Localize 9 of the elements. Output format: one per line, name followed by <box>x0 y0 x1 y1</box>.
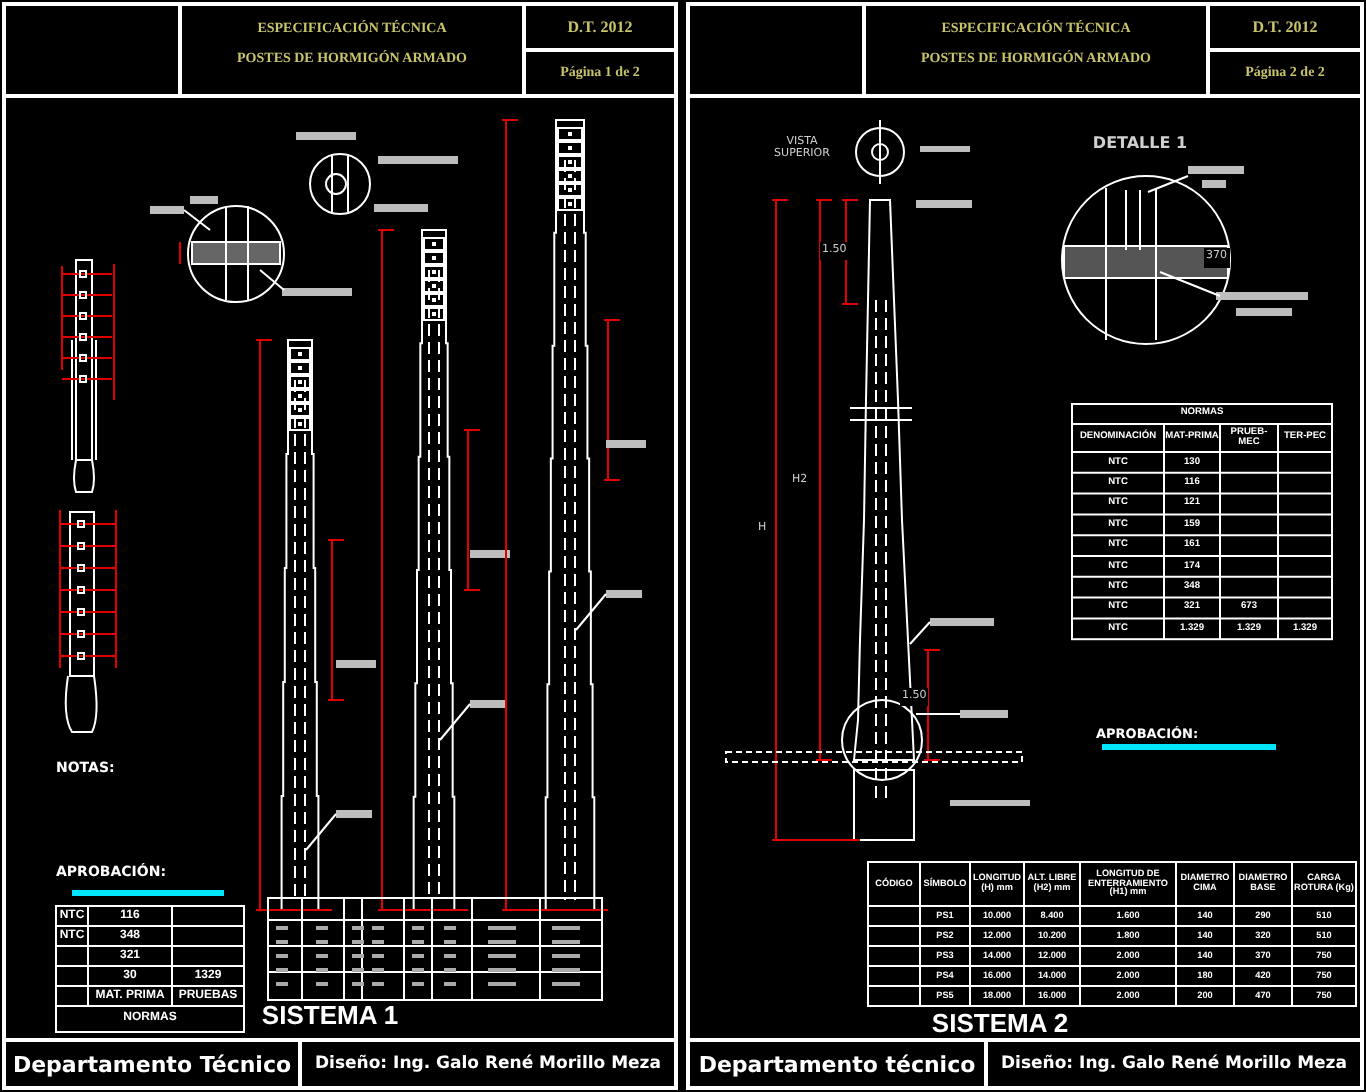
department-text: Departamento Técnico <box>10 1049 294 1082</box>
system-title: SISTEMA 2 <box>929 1008 1071 1038</box>
sheet-title: D.T. 2012 <box>565 15 635 40</box>
system-title: SISTEMA 1 <box>259 1000 401 1032</box>
sheet-title: D.T. 2012 <box>1250 15 1320 40</box>
detail-heading: DETALLE 1 <box>1090 132 1190 156</box>
department-text: Departamento técnico <box>696 1049 978 1082</box>
designer-text: Diseño: Ing. Galo René Morillo Meza <box>313 1052 663 1079</box>
designer-text: Diseño: Ing. Galo René Morillo Meza <box>999 1052 1349 1079</box>
